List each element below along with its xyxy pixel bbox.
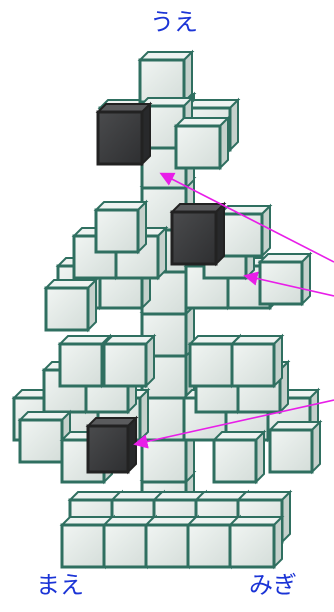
cube-icon bbox=[260, 254, 310, 304]
dark-cube-icon bbox=[98, 104, 150, 164]
cube-icon bbox=[230, 517, 282, 567]
dark-cube-icon bbox=[88, 418, 136, 472]
cube-icon bbox=[214, 432, 264, 482]
direction-label-front: まえ bbox=[36, 573, 84, 597]
cube-icon bbox=[104, 336, 154, 386]
cube-icon bbox=[140, 52, 192, 102]
cube-icon bbox=[176, 118, 228, 168]
cube-icon bbox=[220, 206, 270, 256]
cube-icon bbox=[96, 202, 146, 252]
cube-icon bbox=[46, 280, 96, 330]
direction-label-right: みぎ bbox=[249, 573, 297, 597]
cube-icon bbox=[270, 422, 320, 472]
block-group bbox=[14, 52, 320, 567]
cube-icon bbox=[232, 336, 282, 386]
dark-cube-icon bbox=[172, 204, 224, 264]
